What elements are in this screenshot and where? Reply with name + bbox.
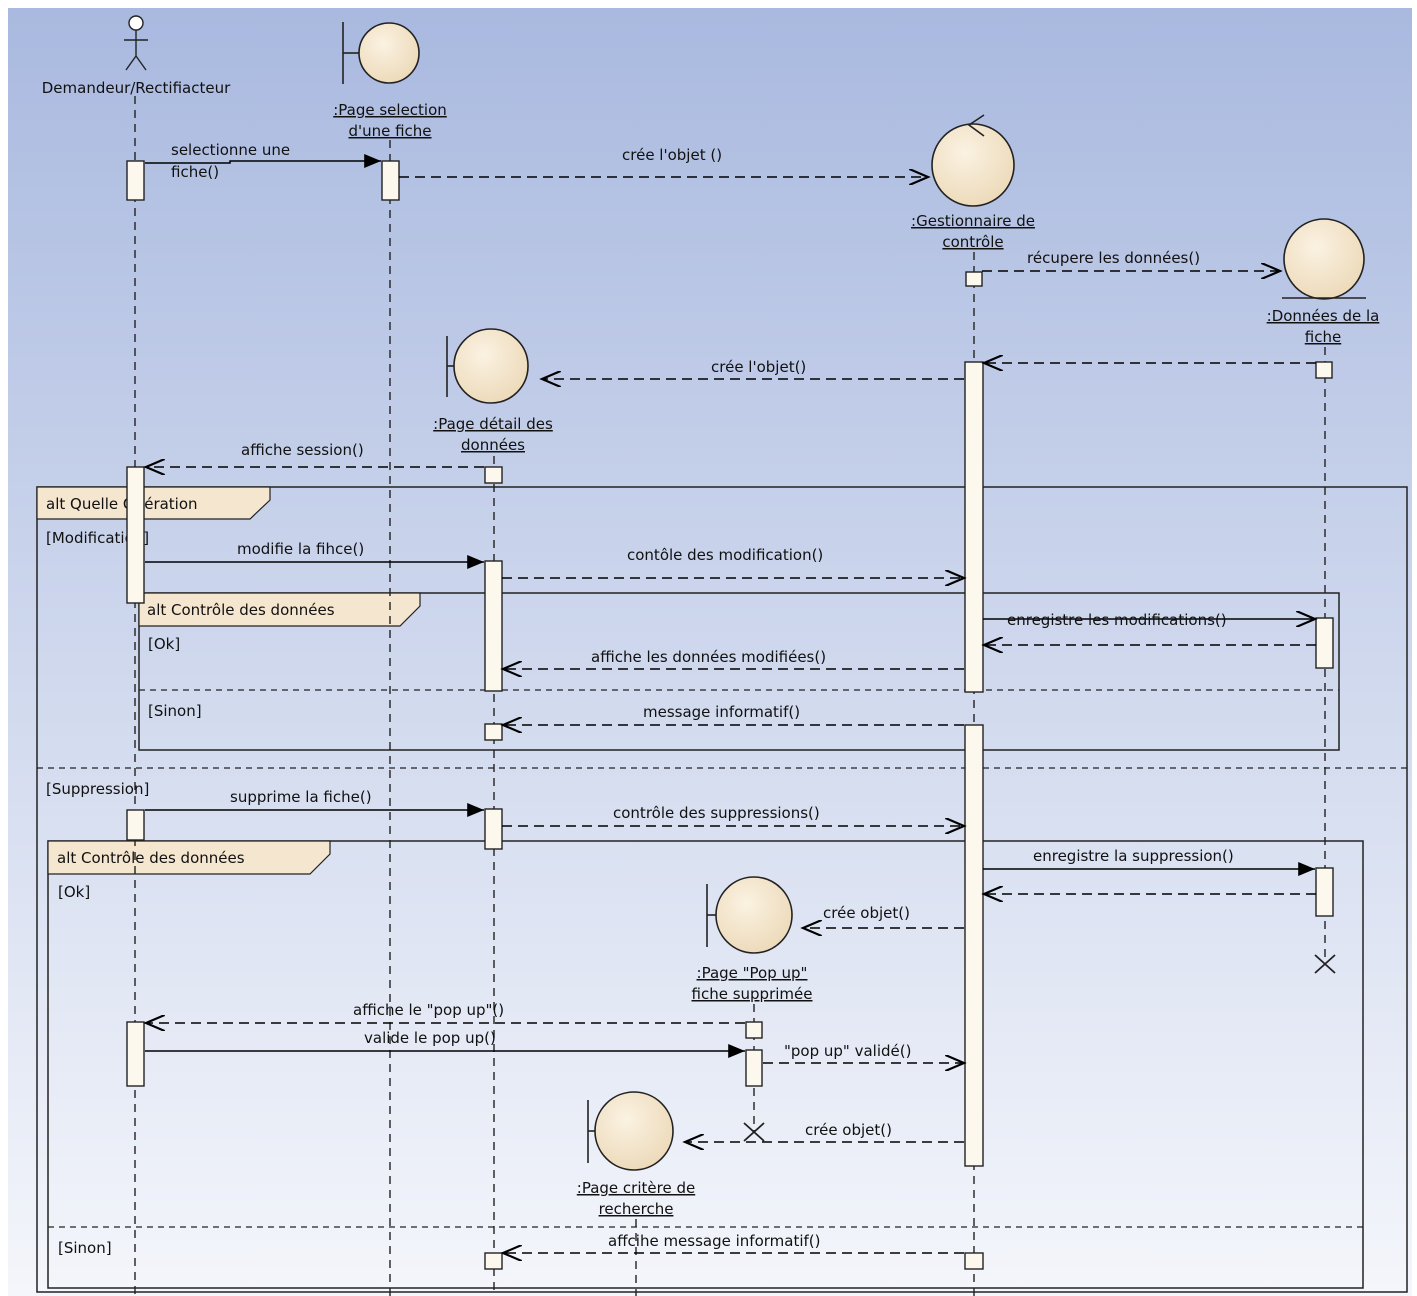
activation-bar xyxy=(484,560,503,692)
guard-modification: [Modification] xyxy=(46,529,149,547)
lifeline-label-line2: contrôle xyxy=(942,233,1003,251)
lifeline-label-line1: :Données de la xyxy=(1267,307,1380,325)
entity-icon xyxy=(1282,218,1366,300)
lifeline-label-line1: :Page "Pop up" xyxy=(697,964,808,982)
boundary-icon xyxy=(706,876,793,954)
lifeline-label-line2: fiche supprimée xyxy=(692,985,813,1003)
activation-bar xyxy=(381,160,400,201)
message-label: crée l'objet () xyxy=(622,146,722,164)
message-label: selectionne une xyxy=(171,141,290,159)
boundary-page-detail: :Page détail des données xyxy=(433,328,553,454)
guard-suppression: [Suppression] xyxy=(46,780,149,798)
alt-label-controle-donnees: alt Contrôle des données xyxy=(147,601,335,619)
message-label: message informatif() xyxy=(643,703,800,721)
message-label: "pop up" validé() xyxy=(784,1042,911,1060)
activation-bar xyxy=(484,466,503,484)
alt-label-quelle-operation: alt Quelle Opération xyxy=(46,495,198,513)
boundary-page-selection: :Page selection d'une fiche xyxy=(333,22,447,140)
boundary-page-critere: :Page critère de recherche xyxy=(577,1091,695,1218)
message-label: crée objet() xyxy=(823,904,910,922)
message-label: crée l'objet() xyxy=(711,358,806,376)
lifeline-label-line1: :Page critère de xyxy=(577,1179,695,1197)
activation-bar xyxy=(484,1252,503,1270)
message-label: affiche session() xyxy=(241,441,364,459)
guard-ok: [Ok] xyxy=(58,883,90,901)
lifeline-label-line1: :Page selection xyxy=(333,101,447,119)
lifeline-label-line2: fiche xyxy=(1305,328,1341,346)
destroy-donnees-icon xyxy=(1314,954,1336,974)
actor-label: Demandeur/Rectifiacteur xyxy=(42,79,231,97)
boundary-page-popup: :Page "Pop up" fiche supprimée xyxy=(692,876,813,1003)
message-label: fiche() xyxy=(171,163,219,181)
control-icon xyxy=(931,114,1015,207)
message-label: contôle des modification() xyxy=(627,546,823,564)
activation-bar xyxy=(126,809,145,841)
boundary-icon xyxy=(446,328,529,404)
activations xyxy=(126,160,1334,1270)
activation-bar xyxy=(1315,867,1334,917)
activation-bar xyxy=(745,1049,763,1087)
alt-fragment-outer: alt Quelle Opération [Modification] [Sup… xyxy=(36,486,1408,1293)
activation-bar xyxy=(126,160,145,201)
activation-bar xyxy=(126,466,145,604)
destroy-popup-icon xyxy=(743,1122,765,1142)
message-label: valide le pop up() xyxy=(364,1029,496,1047)
alt-fragment-controle-2: alt Contrôle des données [Ok] [Sinon] xyxy=(47,840,1364,1289)
message-labels: selectionne une fiche() crée l'objet () … xyxy=(171,141,1234,1250)
activation-bar xyxy=(1315,617,1334,669)
activation-bar xyxy=(964,361,984,693)
lifeline-label-line2: recherche xyxy=(599,1200,674,1218)
message-label: enregistre la suppression() xyxy=(1033,847,1234,865)
message-label: supprime la fiche() xyxy=(230,788,372,806)
message-label: contrôle des suppressions() xyxy=(613,804,820,822)
boundary-icon xyxy=(587,1091,674,1171)
guard-ok: [Ok] xyxy=(148,635,180,653)
message-label: modifie la fihce() xyxy=(237,540,364,558)
diagram-background xyxy=(8,8,1412,1296)
actor-demandeur: Demandeur/Rectifiacteur xyxy=(42,15,231,97)
lifeline-label-line1: :Gestionnaire de xyxy=(911,212,1035,230)
stick-figure-icon xyxy=(124,15,148,71)
boundary-icon xyxy=(342,22,420,84)
message-label: affiche le "pop up"() xyxy=(353,1001,504,1019)
activation-bar xyxy=(964,1252,984,1270)
message-label: affcihe message informatif() xyxy=(608,1232,821,1250)
message-label: affiche les données modifiées() xyxy=(591,648,826,666)
activation-bar xyxy=(965,271,983,287)
activation-bar xyxy=(484,723,503,741)
message-label: crée objet() xyxy=(805,1121,892,1139)
activation-bar xyxy=(484,808,503,850)
lifeline-label-line2: d'une fiche xyxy=(348,122,431,140)
guard-sinon: [Sinon] xyxy=(148,702,202,720)
message-arrow xyxy=(145,154,382,168)
message-label: enregistre les modifications() xyxy=(1007,611,1227,629)
alt-label-controle-donnees: alt Contrôle des données xyxy=(57,849,245,867)
activation-bar xyxy=(745,1021,763,1039)
activation-bar xyxy=(126,1021,145,1087)
message-label: récupere les données() xyxy=(1027,249,1200,267)
lifeline-label-line1: :Page détail des xyxy=(433,415,553,433)
message-arrows xyxy=(145,154,1316,1253)
control-gestionnaire: :Gestionnaire de contrôle xyxy=(911,114,1035,251)
entity-donnees: :Données de la fiche xyxy=(1267,218,1380,346)
activation-bar xyxy=(1315,361,1333,379)
alt-fragment-controle-1: alt Contrôle des données [Ok] [Sinon] xyxy=(138,592,1340,751)
activation-bar xyxy=(964,724,984,1167)
guard-sinon: [Sinon] xyxy=(58,1239,112,1257)
lifeline-label-line2: données xyxy=(461,436,525,454)
